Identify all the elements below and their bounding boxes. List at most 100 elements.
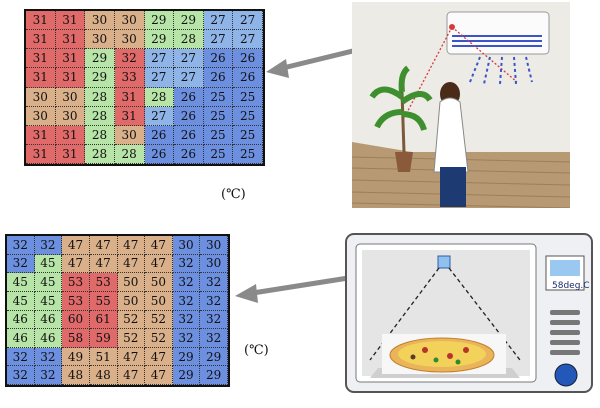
room-cell: 27 [144,68,175,88]
oven-cell: 52 [117,329,146,348]
sensor-field-lines [369,267,521,361]
room-cell: 28 [85,144,115,164]
oven-cell: 30 [200,254,228,274]
oven-cell: 46 [7,329,35,348]
room-cell: 27 [233,11,263,31]
air-conditioner-unit [446,11,550,55]
room-cell: 25 [233,125,263,145]
room-cell: 28 [85,106,115,126]
oven-cell: 32 [172,273,201,292]
room-cell: 25 [203,87,234,107]
room-cell: 28 [114,144,145,164]
pizza [382,334,506,374]
oven-cell: 29 [172,366,201,385]
room-cell: 28 [144,87,175,107]
oven-cell: 50 [145,291,173,311]
oven-cell: 46 [34,310,63,330]
oven-cell: 61 [89,310,118,330]
room-cell: 27 [144,106,175,126]
room-cell: 30 [85,11,115,31]
room-cell: 25 [203,106,234,126]
oven-cell: 32 [172,310,201,330]
oven-cell: 32 [34,347,63,367]
oven-cell: 47 [62,254,90,274]
oven-cell: 50 [117,273,146,292]
oven-display-text: 58deg.C [552,281,590,291]
oven-cell: 47 [145,347,173,367]
room-cell: 27 [174,49,204,69]
oven-cell: 32 [172,291,201,311]
oven-cell: 47 [117,347,146,367]
room-scene-illustration [352,2,570,208]
oven-cell: 32 [200,273,228,292]
room-cell: 25 [233,106,263,126]
room-cell: 27 [203,11,234,31]
oven-cell: 47 [117,254,146,274]
standing-woman [433,82,469,207]
room-cell: 28 [85,87,115,107]
oven-cell: 51 [89,347,118,367]
room-cell: 28 [85,125,115,145]
oven-cell: 47 [62,236,90,255]
control-panel [545,255,585,387]
oven-cell: 32 [7,347,35,367]
oven-cell: 45 [34,254,63,274]
room-cell: 31 [26,68,56,88]
room-cell: 26 [144,125,175,145]
oven-cell: 45 [34,273,63,292]
oven-temperature-unit: (℃) [244,343,269,358]
room-cell: 31 [26,11,56,31]
oven-cell: 59 [89,329,118,348]
oven-cell: 52 [145,310,173,330]
oven-cell: 53 [62,273,90,292]
room-cell: 31 [55,11,86,31]
room-cell: 31 [55,125,86,145]
room-cell: 26 [203,68,234,88]
room-cell: 29 [85,68,115,88]
oven-cell: 47 [117,236,146,255]
oven-cell: 47 [89,254,118,274]
oven-cell: 52 [117,310,146,330]
oven-cell: 32 [172,329,201,348]
room-cell: 27 [174,68,204,88]
room-cell: 30 [85,30,115,50]
room-cell: 30 [26,106,56,126]
potted-plant [369,65,433,172]
oven-cell: 47 [145,236,173,255]
sensor-beams [401,26,518,123]
room-cell: 27 [203,30,234,50]
room-cell: 28 [174,30,204,50]
oven-cell: 48 [62,366,90,385]
oven-cell: 29 [200,347,228,367]
infrared-sensor [437,255,451,269]
room-cell: 25 [233,87,263,107]
room-cell: 31 [55,68,86,88]
room-cell: 31 [114,106,145,126]
room-cell: 26 [203,49,234,69]
oven-cell: 29 [200,366,228,385]
room-cell: 26 [233,68,263,88]
oven-cell: 47 [117,366,146,385]
oven-cell: 53 [62,291,90,311]
microwave-oven-illustration: 58deg.C [345,233,593,393]
oven-cell: 30 [172,236,201,255]
room-cell: 30 [55,106,86,126]
room-cell: 32 [114,49,145,69]
room-cell: 31 [26,125,56,145]
oven-cell: 32 [7,236,35,255]
room-cell: 31 [55,144,86,164]
oven-cell: 45 [7,291,35,311]
room-cell: 25 [203,125,234,145]
room-cell: 31 [55,30,86,50]
oven-cell: 32 [7,366,35,385]
oven-cell: 29 [172,347,201,367]
oven-cell: 32 [200,310,228,330]
room-cell: 27 [233,30,263,50]
room-cell: 26 [174,125,204,145]
oven-cell: 32 [200,329,228,348]
oven-cell: 32 [34,236,63,255]
oven-cell: 32 [34,366,63,385]
room-cell: 33 [114,68,145,88]
